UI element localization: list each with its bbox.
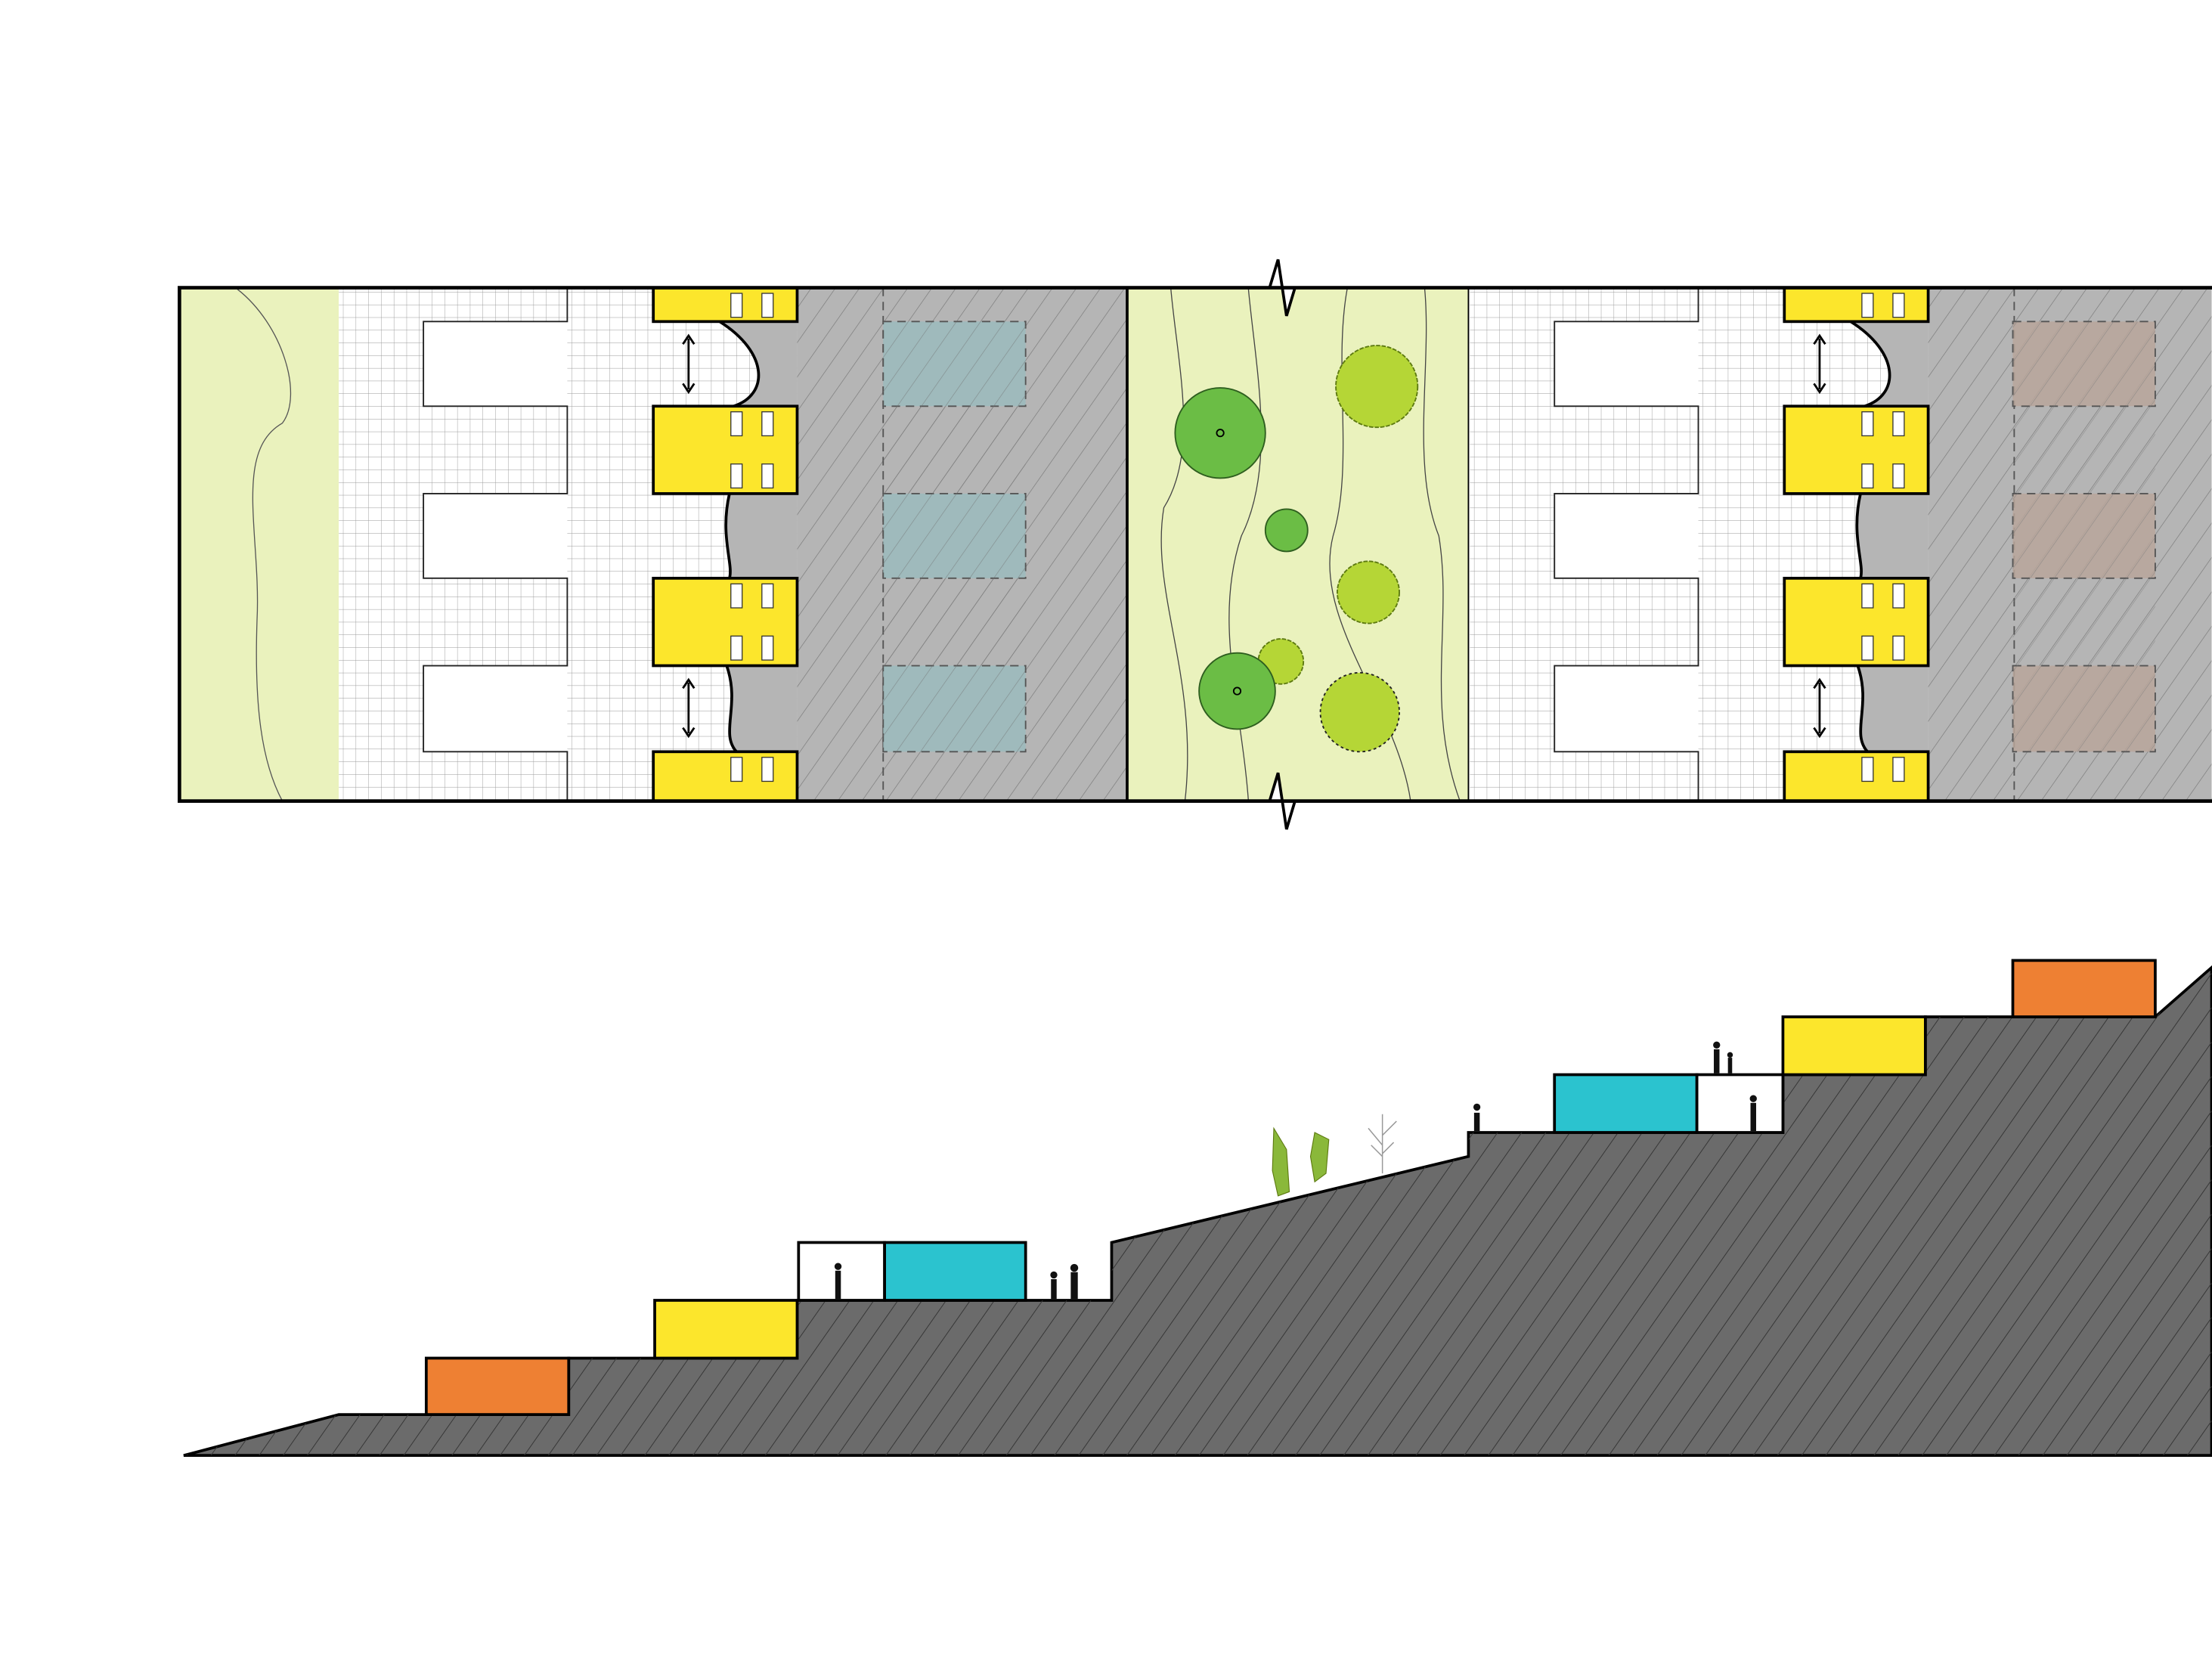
plan-border bbox=[178, 286, 2212, 803]
person-icon bbox=[834, 1041, 1757, 1300]
site-plan: .road{fill:#b5b5b5} bbox=[178, 259, 2212, 830]
unit-teal-low bbox=[883, 1241, 1027, 1302]
left-green-strip bbox=[179, 287, 339, 801]
unit-open-high bbox=[1695, 1073, 1785, 1134]
central-park bbox=[1126, 259, 1469, 830]
unit-open-low bbox=[797, 1241, 886, 1302]
unit-teal-high bbox=[1553, 1073, 1699, 1134]
tree-icon bbox=[1272, 1114, 1397, 1197]
unit-orange-high bbox=[2011, 959, 2157, 1018]
tree-icon bbox=[1174, 345, 1419, 753]
housing-block-left: .road{fill:#b5b5b5} bbox=[337, 286, 1132, 803]
housing-block-right bbox=[1468, 286, 2212, 803]
unit-orange-low bbox=[424, 1356, 571, 1416]
unit-yellow-low bbox=[653, 1299, 799, 1360]
site-section bbox=[183, 959, 2212, 1458]
unit-yellow-high bbox=[1781, 1015, 1927, 1077]
